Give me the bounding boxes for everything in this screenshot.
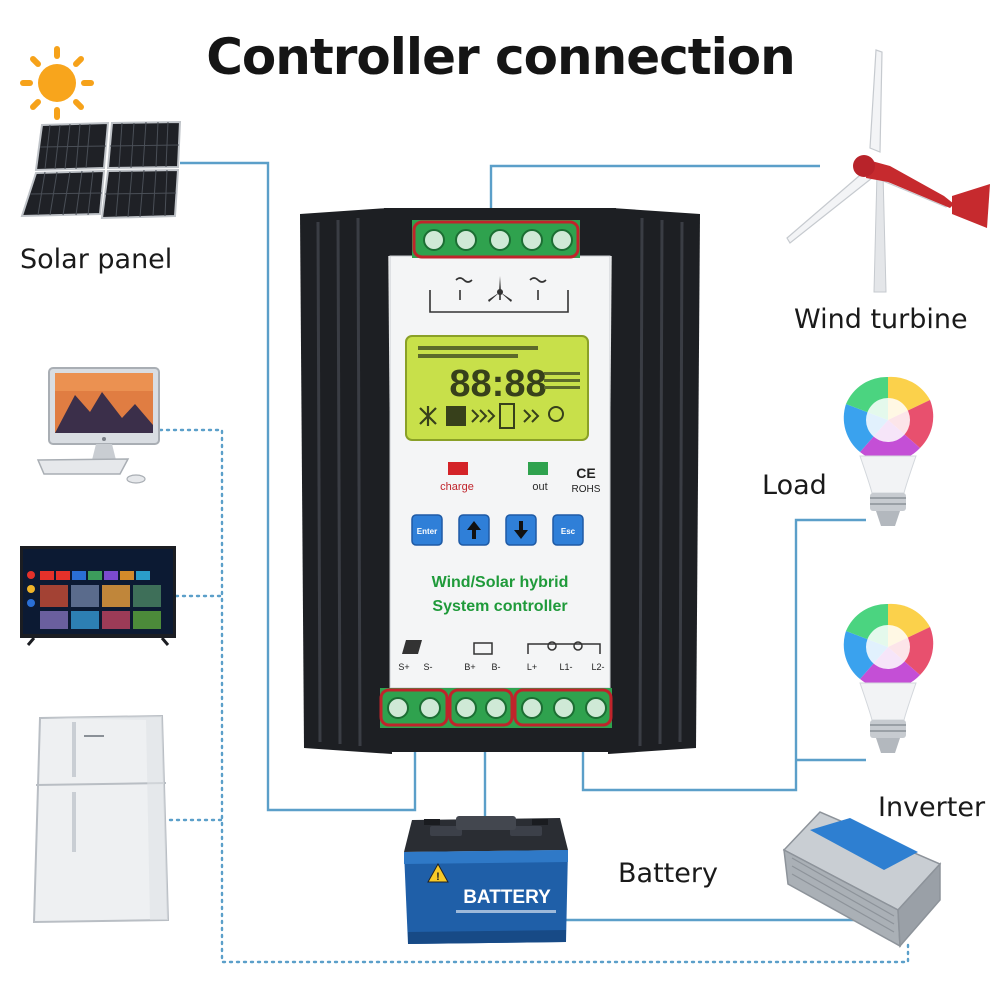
solar-panel-label: Solar panel — [20, 244, 173, 275]
controller-device: 88:88 — [300, 208, 700, 754]
tv-icon — [20, 546, 176, 646]
esc-button[interactable]: Esc — [552, 514, 584, 546]
computer-icon — [36, 367, 160, 484]
enter-button[interactable]: Enter — [411, 514, 443, 546]
wire-wind-to-controller — [489, 164, 820, 210]
rohs-mark: ROHS — [572, 484, 601, 495]
arrow-down-icon — [514, 521, 528, 539]
battery-text-label: Battery — [618, 858, 718, 889]
diagram-title: Controller connection — [206, 28, 796, 86]
inverter-label: Inverter — [878, 792, 986, 823]
terminal-l-plus: L+ — [527, 662, 537, 672]
inverter-icon — [782, 811, 942, 948]
terminal-b-plus: B+ — [464, 662, 475, 672]
wire-load-top — [581, 518, 866, 792]
controller-name-line1: Wind/Solar hybrid — [432, 574, 569, 591]
fridge-icon — [32, 714, 170, 924]
out-indicator-label: out — [532, 481, 547, 493]
terminal-l1: L1- — [559, 662, 572, 672]
dotted-wires — [158, 428, 910, 964]
terminal-b-minus: B- — [492, 662, 501, 672]
wind-turbine-icon — [786, 49, 990, 293]
wire-solar-to-controller — [180, 161, 417, 812]
lcd-digits: 88:88 — [449, 363, 546, 405]
svg-text:!: ! — [436, 871, 440, 883]
lcd-bulb-icon — [548, 406, 564, 422]
sun-icon — [20, 46, 94, 120]
battery-icon: ! BATTERY — [404, 816, 568, 944]
load-bulb-top-icon — [843, 376, 934, 526]
lcd-wind-icon — [419, 406, 437, 426]
solar-panel-icon — [20, 120, 182, 220]
esc-button-label: Esc — [561, 527, 576, 536]
battery-label: BATTERY — [463, 887, 551, 908]
controller-name-line2: System controller — [432, 598, 567, 615]
load-label: Load — [762, 470, 827, 501]
arrow-up-icon — [467, 521, 481, 539]
up-button[interactable] — [458, 514, 490, 546]
terminal-solar-icon — [402, 640, 422, 654]
lcd-battery-icon — [499, 403, 515, 429]
terminal-battery-icon — [473, 642, 493, 655]
down-button[interactable] — [505, 514, 537, 546]
wire-battery-to-inverter — [563, 900, 862, 922]
enter-button-label: Enter — [417, 527, 437, 536]
load-bulb-bottom-icon — [843, 603, 934, 753]
terminal-s-plus: S+ — [398, 662, 409, 672]
ce-mark: CE — [576, 465, 595, 481]
charge-indicator-label: charge — [440, 481, 474, 493]
lcd-solar-icon — [446, 406, 466, 426]
terminal-l2: L2- — [591, 662, 604, 672]
terminal-load-icon — [527, 641, 601, 654]
wind-symbol-icon — [488, 276, 512, 302]
wire-computer — [158, 428, 910, 964]
wind-turbine-label: Wind turbine — [794, 304, 968, 335]
terminal-s-minus: S- — [424, 662, 433, 672]
